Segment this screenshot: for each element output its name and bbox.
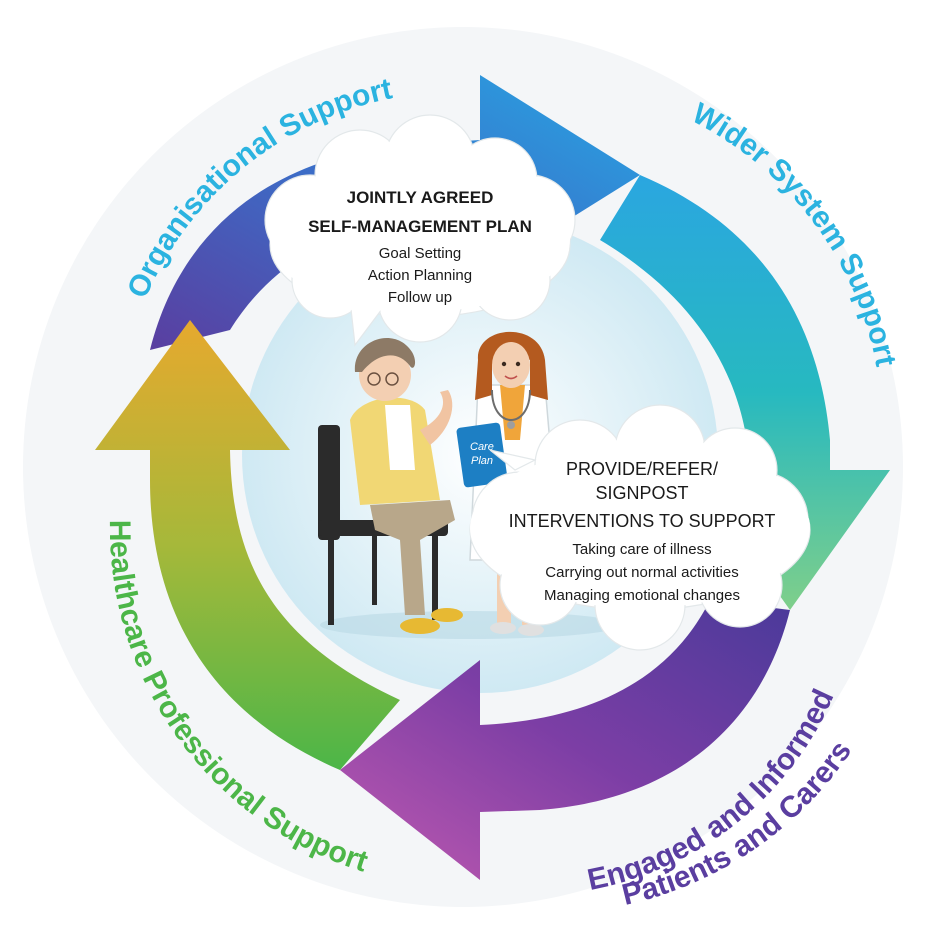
bubble-top-item: Action Planning	[368, 267, 472, 284]
bubble-self-management-plan: JOINTLY AGREED SELF-MANAGEMENT PLAN Goal…	[264, 114, 576, 347]
arrow-engaged	[340, 600, 790, 880]
bubble-bottom-item: Managing emotional changes	[544, 587, 740, 604]
bubble-bottom-item: Taking care of illness	[572, 541, 711, 558]
patient-figure	[350, 338, 463, 634]
care-plan-tablet: Care Plan	[456, 422, 508, 488]
bubble-bottom-item: Carrying out normal activities	[545, 564, 738, 581]
bubble-bottom-title-line2: SIGNPOST	[595, 483, 688, 503]
bubble-top-item: Follow up	[388, 289, 452, 306]
tablet-text-line1: Care	[470, 441, 494, 453]
bubble-top-title-line1: JOINTLY AGREED	[347, 188, 494, 207]
tablet-text-line2: Plan	[471, 455, 493, 467]
bubble-bottom-title-line1: PROVIDE/REFER/	[566, 459, 718, 479]
arrow-wider-system	[600, 175, 890, 610]
bubble-interventions: PROVIDE/REFER/ SIGNPOST INTERVENTIONS TO…	[469, 404, 811, 651]
bubble-bottom-title-line3: INTERVENTIONS TO SUPPORT	[509, 511, 776, 531]
bubble-top-title-line2: SELF-MANAGEMENT PLAN	[308, 217, 532, 236]
bubble-top-item: Goal Setting	[379, 245, 462, 262]
arrow-healthcare	[95, 320, 400, 770]
